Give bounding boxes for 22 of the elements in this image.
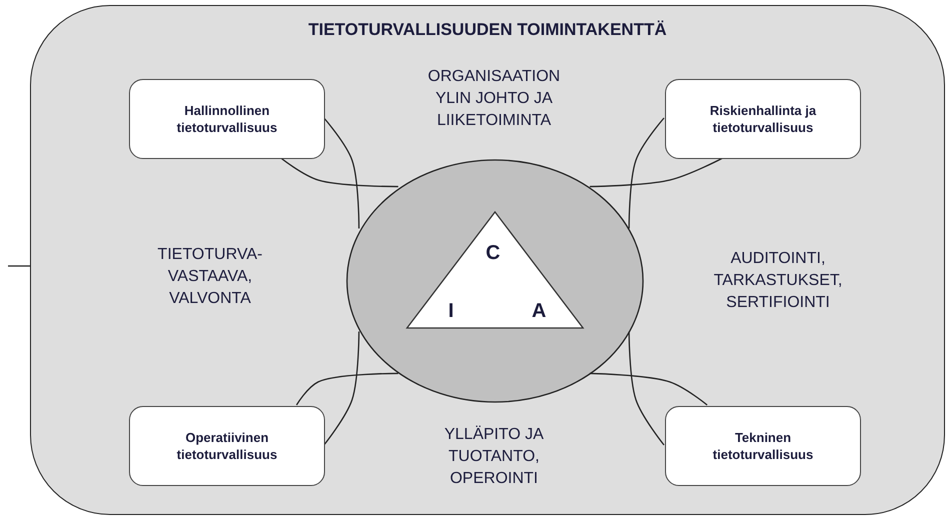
area-label: ORGANISAATION YLIN JOHTO JA LIIKETOIMINTA (426, 67, 562, 131)
core-ellipse (346, 159, 644, 403)
rounded-box: Tekninen tietoturvallisuus (665, 406, 861, 486)
rounded-box: Riskienhallinta ja tietoturvallisuus (665, 79, 861, 159)
triangle-letter: C (486, 242, 500, 264)
connector-curve (628, 118, 664, 228)
area-label: YLLÄPITO JA TUOTANTO, OPEROINTI (443, 424, 545, 489)
connector-curve (296, 372, 398, 406)
rounded-box: Operatiivinen tietoturvallisuus (129, 406, 325, 486)
area-label: AUDITOINTI, TARKASTUKSET, SERTIFIOINTI (712, 249, 844, 313)
connector-curve (590, 157, 724, 188)
triangle-letter: A (532, 300, 546, 322)
connector-curve (280, 157, 398, 188)
connector-curve (628, 332, 665, 446)
connector-curve (323, 332, 360, 446)
rounded-box: Hallinnollinen tietoturvallisuus (129, 79, 325, 159)
panel-heading: TIETOTURVALLISUUDEN TOIMINTAKENTTÄ (307, 20, 668, 40)
connector-curve (324, 118, 360, 228)
field-panel (30, 5, 945, 515)
connector-curve (590, 372, 708, 406)
triangle-letter: I (448, 300, 454, 322)
area-label: TIETOTURVA- VASTAAVA, VALVONTA (156, 245, 264, 309)
